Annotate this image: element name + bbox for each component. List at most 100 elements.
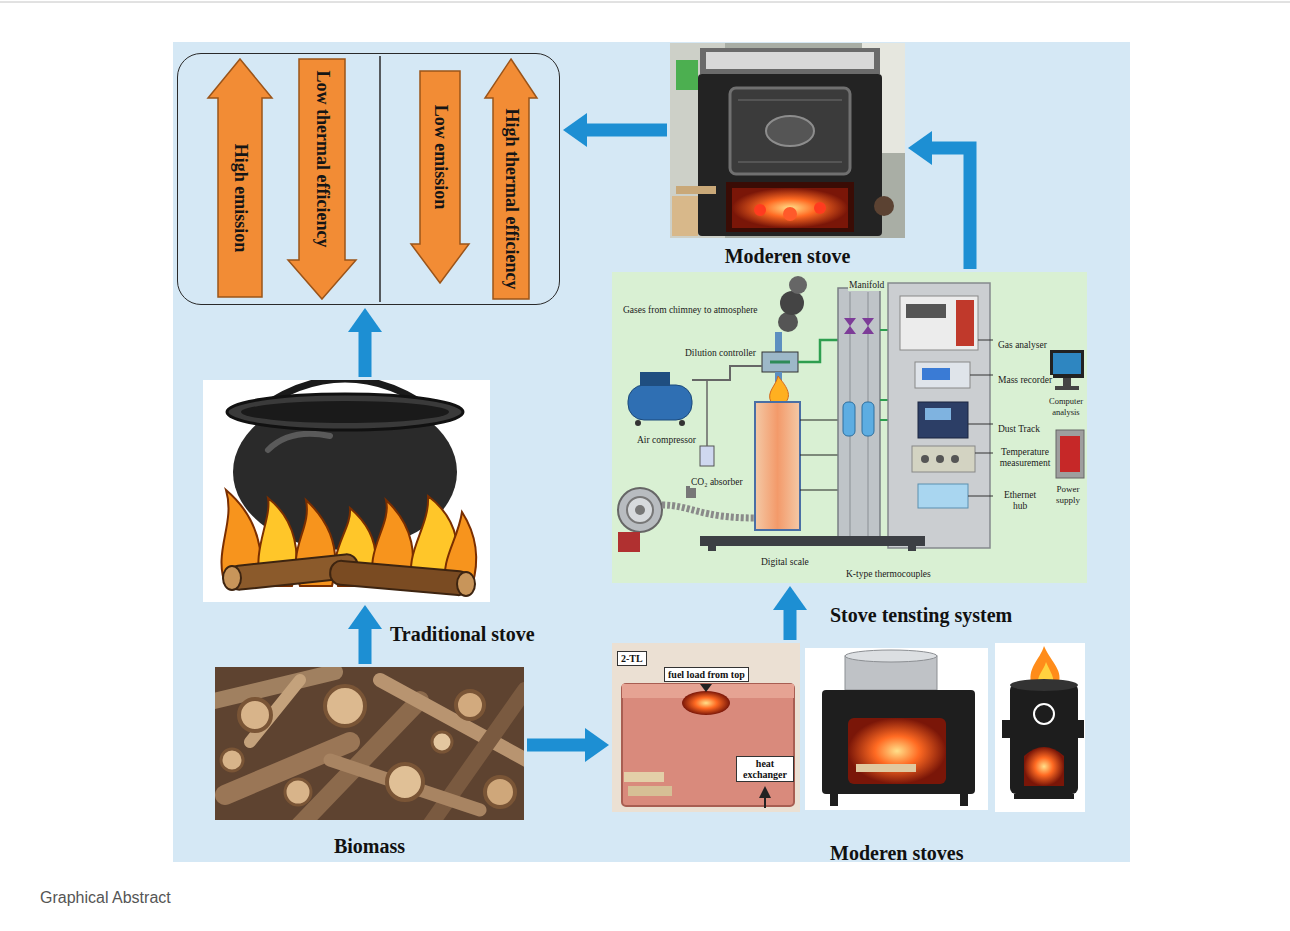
- traditional-stove-drawing-part: [457, 572, 475, 596]
- label-holder: fuel load from top: [664, 664, 749, 682]
- biomass-photo: Biomass: [215, 667, 524, 820]
- part-label: CO₂ absorber: [690, 477, 744, 488]
- testing-system-schematic: [612, 272, 1087, 583]
- modern-stove-photo-3: [995, 643, 1085, 812]
- label-holder: Manifold: [848, 274, 885, 292]
- divider-line: [379, 56, 381, 302]
- testing-system-schematic-part: [918, 402, 968, 438]
- testing-system-schematic-part: [618, 532, 640, 552]
- arrow-head: [773, 586, 807, 610]
- modern-stove-photo-1-part: [624, 772, 664, 782]
- arrow-shape: [485, 59, 537, 299]
- testing-system-schematic-part: [862, 326, 874, 334]
- testing-system-schematic-part: [918, 484, 968, 508]
- testing-system-schematic-part: [780, 291, 804, 315]
- flow-arrow: [773, 586, 807, 640]
- arrow-label-holder: Low thermal efficiency: [313, 71, 332, 248]
- wood-pile-photo-part: [485, 777, 515, 807]
- testing-system-schematic-part: [922, 368, 950, 380]
- modern-stove-photo-2: [805, 648, 988, 810]
- testing-system-schematic-part: [618, 488, 662, 532]
- part-label: Dilution controller: [684, 348, 757, 359]
- modern-stove-photo-part: [738, 99, 842, 101]
- arrow-head: [585, 728, 609, 762]
- modern-stove-photo-part: [670, 43, 905, 238]
- modern-stove-photo-part: [676, 186, 716, 194]
- testing-system-schematic-part: [844, 326, 856, 334]
- testing-system-schematic-part: [700, 446, 714, 466]
- label-holder: Ethernet hub: [997, 490, 1043, 513]
- traditional-stove-drawing-part: [223, 566, 241, 590]
- part-label: K-type thermocouples: [845, 569, 932, 580]
- comparison-box: High emission Low thermal efficiency Low e…: [177, 53, 560, 305]
- modern-stove-photo-2-part: [805, 648, 988, 810]
- testing-system-schematic-part: [908, 546, 916, 551]
- part-label: Mass recorder: [997, 375, 1053, 386]
- modern-stove-photo-part: [698, 74, 882, 236]
- label-holder: 2-TL: [617, 648, 647, 666]
- modern-stove-photo-1-part: [764, 798, 766, 808]
- part-label: Ethernet hub: [997, 490, 1043, 511]
- testing-system-schematic-part: [762, 352, 798, 372]
- modern-stove-photo-part: [738, 161, 842, 163]
- label-holder: Air compressor: [636, 429, 697, 447]
- wood-pile-photo-part: [456, 691, 484, 719]
- traditional-stove-drawing-part: [203, 380, 490, 602]
- node-caption: Stove tensting system: [830, 604, 1012, 626]
- modern-stove-photo-3-part: [1002, 720, 1010, 738]
- testing-system-schematic-part: [770, 376, 789, 402]
- node-caption: Biomass: [334, 835, 405, 857]
- modern-stove-photo-1-part: [700, 684, 712, 692]
- block-arrow: Low emission: [410, 70, 470, 284]
- label-holder: Gas analyser: [997, 334, 1048, 352]
- wood-pile-photo-part: [325, 686, 365, 726]
- testing-system-schematic-part: [1063, 378, 1071, 386]
- wood-pile-photo-part: [215, 672, 335, 702]
- label-holder: CO₂ absorber: [690, 471, 744, 489]
- label-holder: Temperature measurement: [997, 447, 1053, 470]
- testing-system-schematic-part: [662, 505, 755, 518]
- caption-holder: Moderen stove: [725, 245, 851, 268]
- testing-system-schematic-part: [800, 489, 838, 490]
- testing-system-schematic-part: [978, 340, 993, 341]
- testing-system-schematic-part: [770, 361, 790, 364]
- modern-stove-photo-3-part: [995, 643, 1085, 812]
- testing-system-schematic-part: [968, 496, 993, 497]
- arrow-shaft: [359, 628, 372, 664]
- testing-system-schematic-part: [862, 318, 874, 326]
- testing-system-schematic-part: [755, 402, 800, 530]
- testing-system-schematic-part: [1053, 353, 1081, 374]
- modern-stove-photo-2-part: [960, 794, 968, 806]
- arrow-label: Low emission: [432, 105, 450, 210]
- modern-stove-photo-part: [814, 202, 826, 214]
- label-holder: heat exchanger: [736, 756, 794, 782]
- block-arrow: Low thermal efficiency: [287, 58, 357, 300]
- wood-pile-photo: [215, 667, 524, 820]
- part-label: Computer analysis: [1046, 396, 1086, 417]
- flow-arrow: [908, 131, 970, 269]
- traditional-stove-drawing: [203, 380, 490, 602]
- arrow-shaft: [359, 331, 372, 377]
- wood-pile-photo-part: [432, 732, 452, 752]
- traditional-stove-drawing-part: [268, 434, 330, 450]
- testing-system-schematic-part: [708, 546, 716, 551]
- arrow-label-holder: High emission: [231, 144, 250, 253]
- testing-system-schematic-part: [968, 424, 993, 425]
- testing-system-schematic-part: [1056, 430, 1084, 478]
- testing-system-schematic-part: [686, 486, 696, 498]
- label-holder: Dust Track: [997, 418, 1041, 436]
- arrow-label: High emission: [232, 144, 250, 253]
- caption-holder: Graphical Abstract: [40, 889, 171, 907]
- modern-stove-photo-3-part: [1014, 794, 1074, 799]
- part-label: Dust Track: [997, 424, 1041, 435]
- arrow-shaft: [931, 148, 970, 269]
- modern-stove-photo-2-part: [856, 764, 916, 772]
- testing-system-schematic-part: [706, 380, 708, 446]
- part-label: Gases from chimney to atmosphere: [622, 305, 759, 316]
- arrow-head: [348, 605, 382, 629]
- modern-stove-photo-part: [700, 48, 880, 74]
- testing-system-schematic-part: [915, 362, 970, 388]
- testing-system-schematic-part: [843, 402, 855, 436]
